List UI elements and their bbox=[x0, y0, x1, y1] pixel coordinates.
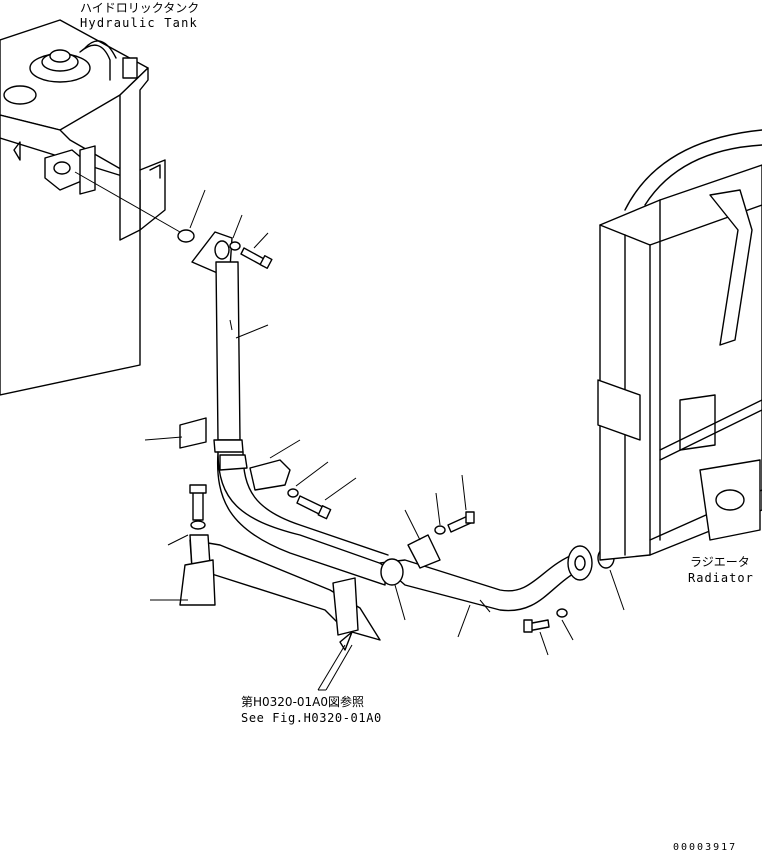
radiator-label-jp: ラジエータ bbox=[690, 555, 750, 569]
hydraulic-tank-label-jp: ハイドロリックタンク bbox=[80, 1, 199, 15]
o-ring-upper bbox=[177, 229, 195, 243]
reference-label-en: See Fig.H0320-01A0 bbox=[241, 711, 382, 725]
radiator-label-en: Radiator bbox=[688, 571, 754, 585]
reference-arrow bbox=[317, 631, 353, 691]
lower-hose bbox=[216, 439, 389, 586]
pipe-clamp-bracket bbox=[407, 534, 441, 569]
hydraulic-tank bbox=[0, 19, 166, 396]
lower-left-pipe bbox=[150, 484, 381, 641]
pipe-to-radiator bbox=[379, 545, 593, 613]
radiator bbox=[597, 129, 762, 561]
reference-label-jp: 第H0320-01A0図参照 bbox=[241, 694, 364, 709]
hydraulic-tank-label-en: Hydraulic Tank bbox=[80, 16, 198, 30]
drawing-number: 00003917 bbox=[673, 842, 737, 853]
vertical-hose bbox=[191, 231, 273, 453]
small-bracket bbox=[179, 417, 207, 449]
leader-tank-flange bbox=[74, 171, 181, 233]
